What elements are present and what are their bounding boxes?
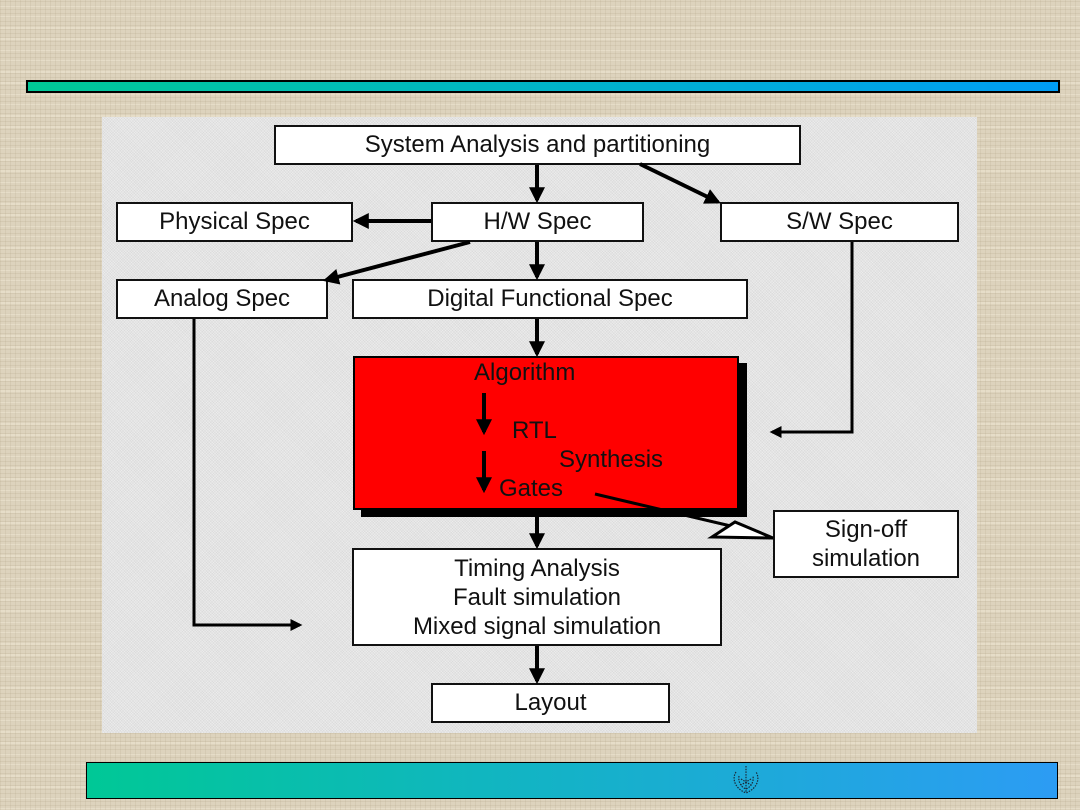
- node-verification-line-2: Fault simulation: [452, 583, 622, 611]
- node-layout-label: Layout: [514, 689, 587, 716]
- bottom-footer-bar: [86, 762, 1058, 799]
- crest-icon: [733, 766, 759, 794]
- node-digital-spec: Digital Functional Spec: [352, 279, 748, 319]
- node-sw-spec-label: S/W Spec: [786, 208, 893, 235]
- node-analog-spec: Analog Spec: [116, 279, 328, 319]
- node-digital-spec-label: Digital Functional Spec: [427, 285, 673, 312]
- node-algorithm: Algorithm: [474, 359, 576, 386]
- algorithm-block: [353, 356, 739, 510]
- node-synthesis: Synthesis: [559, 446, 664, 473]
- node-layout: Layout: [431, 683, 670, 723]
- node-signoff-simulation: Sign-off simulation: [773, 510, 959, 578]
- node-physical-spec: Physical Spec: [116, 202, 353, 242]
- node-signoff-line-2: simulation: [811, 545, 921, 572]
- node-signoff-line-1: Sign-off: [824, 516, 908, 543]
- node-sw-spec: S/W Spec: [720, 202, 959, 242]
- node-verification-line-3: Mixed signal simulation: [412, 612, 662, 640]
- node-hw-spec: H/W Spec: [431, 202, 644, 242]
- node-analog-spec-label: Analog Spec: [153, 285, 291, 312]
- node-verification: Timing Analysis Fault simulation Mixed s…: [352, 548, 722, 646]
- node-system-analysis-label: System Analysis and partitioning: [364, 131, 711, 158]
- node-verification-line-1: Timing Analysis: [454, 554, 620, 582]
- node-gates: Gates: [499, 475, 564, 502]
- node-system-analysis: System Analysis and partitioning: [274, 125, 801, 165]
- top-divider-bar: [26, 80, 1060, 93]
- node-rtl: RTL: [512, 417, 557, 444]
- node-physical-spec-label: Physical Spec: [159, 208, 310, 235]
- node-hw-spec-label: H/W Spec: [483, 208, 592, 235]
